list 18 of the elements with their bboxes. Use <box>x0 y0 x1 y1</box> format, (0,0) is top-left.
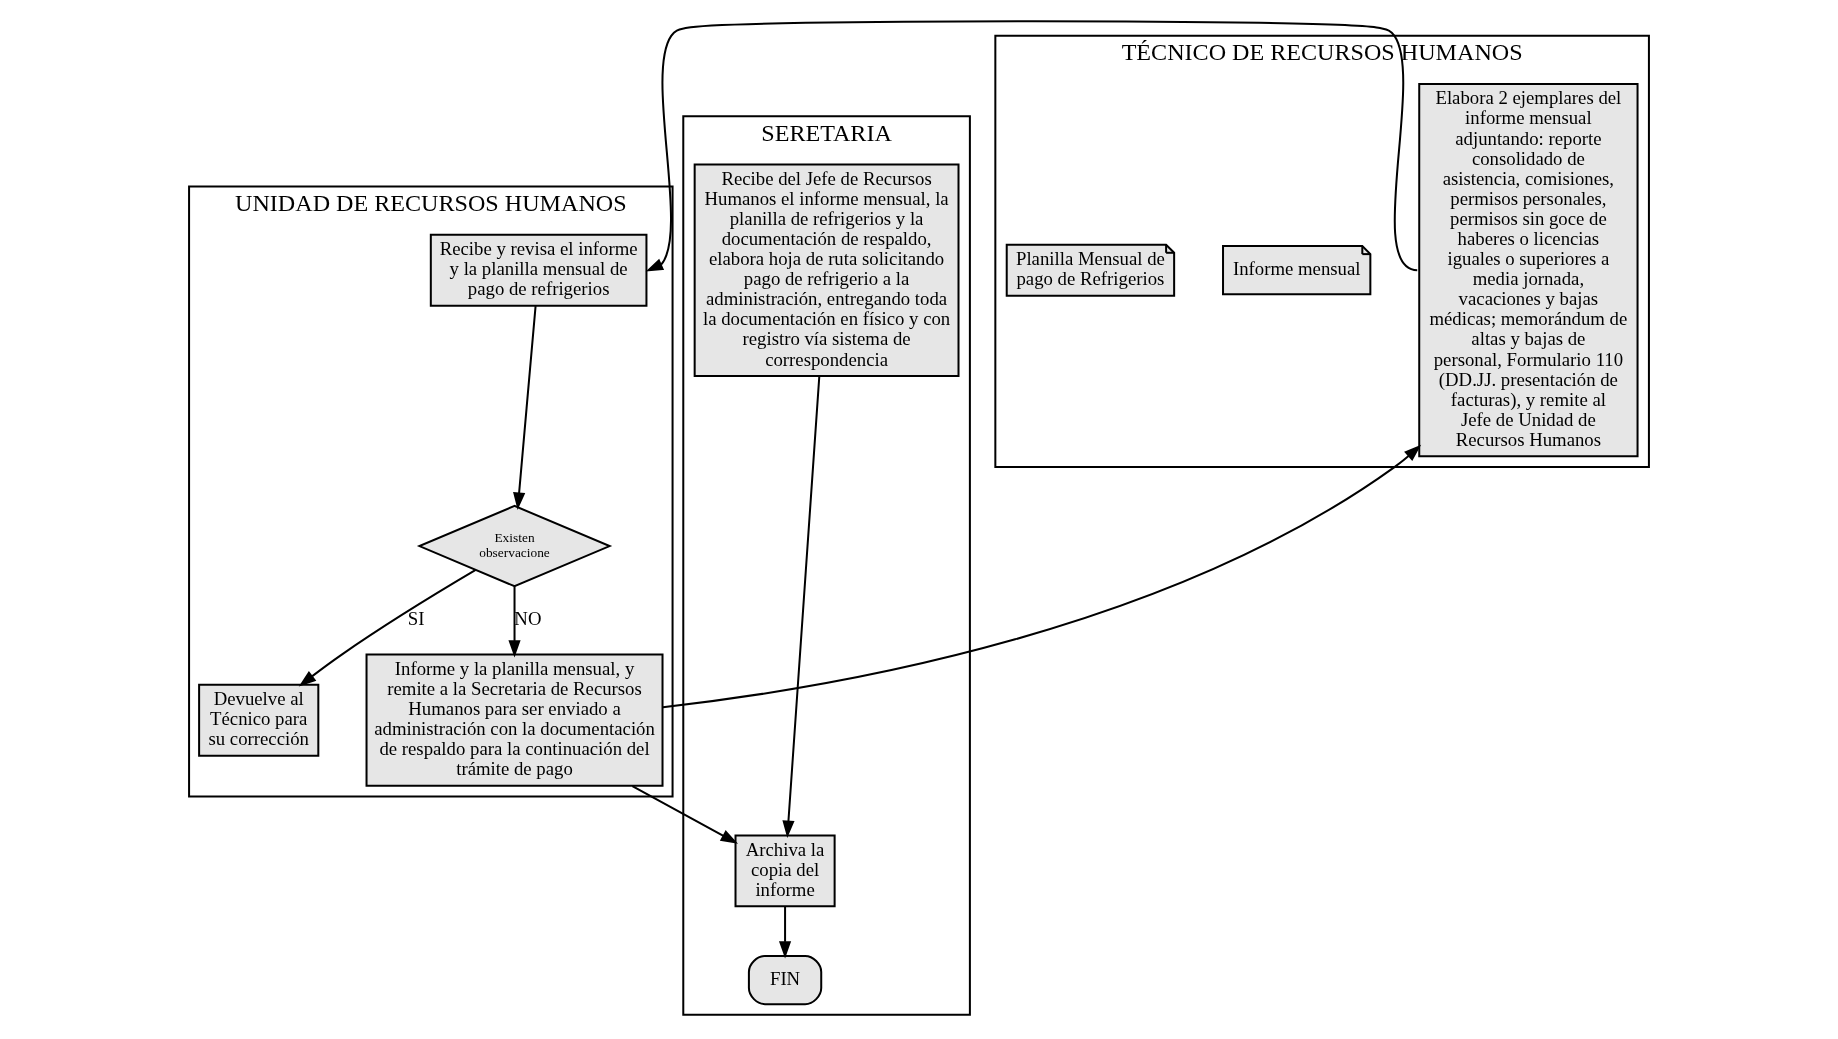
node-diamond: Existen observacione <box>416 504 613 588</box>
node-box: Elabora 2 ejemplares del informe mensual adjuntando: reporte consolidado de asistencia, comisiones, permisos personales, permisos sin goce de haberes o licencias iguales o superiores a media jornada, vacaciones y bajas médicas; memorándum de altas y bajas de personal, Formulario 110 (DD.JJ. presentación de facturas), y remite al Jefe de Unidad de Recursos Humanos <box>1418 83 1639 458</box>
arrow <box>782 375 821 838</box>
edge-label: NO <box>514 608 542 630</box>
node-box: Informe y la planilla mensual, y remite a la Secretaria de Recursos Humanos para ser enviado a administración con la documentación de respaldo para la continuación del trámite de pago <box>365 653 664 787</box>
node-box: FIN <box>747 954 823 1006</box>
arrow <box>298 569 477 687</box>
node-box: Recibe del Jefe de Recursos Humanos el informe mensual, la planilla de refrigerios y la documentación de respaldo, elabora hoja de ruta solicitando pago de refrigerio a la administración, entregando toda la documentación en físico y con registro vía sistema de correspondencia <box>693 163 960 377</box>
node-box: Devuelve al Técnico para su corrección <box>198 683 320 757</box>
node-box: Archiva la copia del informe <box>734 834 836 908</box>
arrow <box>778 906 792 959</box>
arrow <box>513 306 537 510</box>
node-box: Recibe y revisa el informe y la planilla mensual de pago de refrigerios <box>429 233 648 307</box>
arrow <box>631 785 739 844</box>
arrow <box>662 444 1422 709</box>
edge-label: SI <box>407 608 425 630</box>
arrow <box>645 20 1418 272</box>
arrow <box>508 586 521 658</box>
